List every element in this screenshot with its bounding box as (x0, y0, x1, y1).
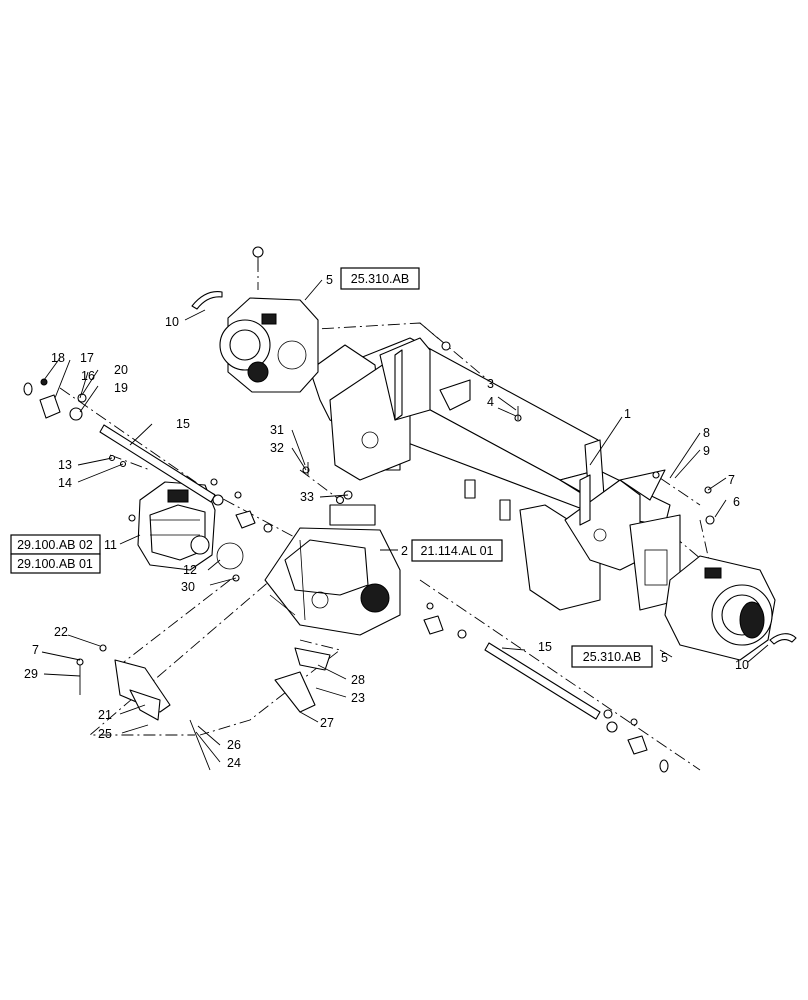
ref-25-310-ab-top-label: 25.310.AB (351, 272, 409, 286)
callout-26: 26 (227, 738, 241, 752)
callout-4: 4 (487, 395, 494, 409)
callout-6: 6 (733, 495, 740, 509)
callout-17: 17 (80, 351, 94, 365)
callout-10-bottom: 10 (735, 658, 749, 672)
hardware-parts (23, 341, 712, 773)
ref-21-114-al-01-label: 21.114.AL 01 (421, 544, 494, 558)
callout-30: 30 (181, 580, 195, 594)
callout-7-left: 7 (32, 643, 39, 657)
callout-25: 25 (98, 727, 112, 741)
gearbox (264, 466, 401, 636)
hydraulic-motor (128, 481, 216, 571)
axle-housing (309, 337, 681, 611)
callout-31: 31 (270, 423, 284, 437)
callout-27: 27 (320, 716, 334, 730)
callout-8: 8 (703, 426, 710, 440)
drive-shaft-lower (484, 642, 601, 720)
mounting-brackets (114, 647, 331, 771)
callout-1: 1 (624, 407, 631, 421)
callout-28: 28 (351, 673, 365, 687)
final-drive-hub-right (664, 515, 776, 661)
callout-5-bottom: 5 (661, 651, 668, 665)
ref-25-310-ab-bottom[interactable]: 25.310.AB (571, 645, 653, 668)
callout-33: 33 (300, 490, 314, 504)
ref-21-114-al-01[interactable]: 21.114.AL 01 (411, 539, 503, 562)
callout-23: 23 (351, 691, 365, 705)
callout-20: 20 (114, 363, 128, 377)
callout-21: 21 (98, 708, 112, 722)
callout-3: 3 (487, 377, 494, 391)
callout-32: 32 (270, 441, 284, 455)
callout-7-right: 7 (728, 473, 735, 487)
ref-29-100-ab-02-label: 29.100.AB 02 (17, 538, 93, 552)
seal-10-left (191, 291, 223, 310)
callout-9: 9 (703, 444, 710, 458)
drive-shaft-upper (99, 424, 216, 503)
callout-19: 19 (114, 381, 128, 395)
ref-29-100-ab-02[interactable]: 29.100.AB 02 (10, 534, 101, 555)
ref-29-100-ab-01-label: 29.100.AB 01 (17, 557, 93, 571)
callout-24: 24 (227, 756, 241, 770)
callout-11: 11 (104, 538, 117, 552)
ref-25-310-ab-bottom-label: 25.310.AB (583, 650, 641, 664)
callout-22: 22 (54, 625, 68, 639)
seal-10-right (769, 633, 797, 645)
callout-13: 13 (58, 458, 72, 472)
callout-10-top: 10 (165, 315, 179, 329)
callout-16: 16 (81, 369, 95, 383)
callout-2: 2 (401, 544, 408, 558)
callout-5-top: 5 (326, 273, 333, 287)
ref-29-100-ab-01[interactable]: 29.100.AB 01 (10, 553, 101, 574)
callout-15-upper: 15 (176, 417, 190, 431)
callout-12: 12 (183, 563, 197, 577)
final-drive-hub-left (219, 246, 319, 393)
callout-15-lower: 15 (538, 640, 552, 654)
callout-numbers: 1 2 3 4 5 5 6 7 7 8 9 10 10 11 12 13 14 … (24, 273, 749, 770)
callout-18: 18 (51, 351, 65, 365)
callout-29: 29 (24, 667, 38, 681)
callout-14: 14 (58, 476, 72, 490)
leader-lines (41, 279, 769, 763)
ref-25-310-ab-top[interactable]: 25.310.AB (340, 267, 420, 290)
